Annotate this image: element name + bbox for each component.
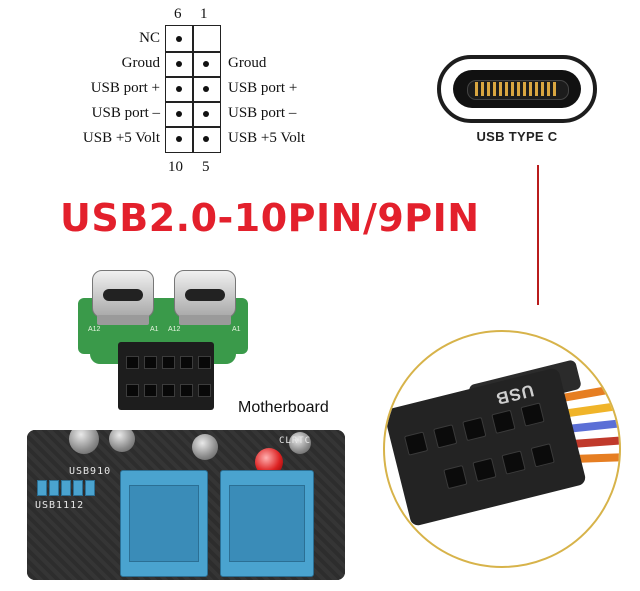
pointer-line <box>537 165 539 305</box>
silk-label: A12 <box>88 326 101 333</box>
pin-dot <box>203 111 209 117</box>
silk-label: A12 <box>168 326 181 333</box>
pin-label-usb-plus-left: USB port + <box>90 80 160 96</box>
product-title: USB2.0-10PIN/9PIN <box>60 196 480 240</box>
10-pin-connector <box>385 367 587 527</box>
pin-grid <box>165 25 221 153</box>
pin-dot <box>203 136 209 142</box>
pin-number-10: 10 <box>168 159 183 175</box>
motherboard-label: Motherboard <box>238 399 329 416</box>
silk-text-usb1112: USB1112 <box>35 500 85 511</box>
pin-dot <box>203 61 209 67</box>
usb-c-port-right <box>174 270 236 325</box>
pin-label-5v-left: USB +5 Volt <box>82 130 160 146</box>
pin-dot <box>176 111 182 117</box>
pin-label-usb-plus-right: USB port + <box>228 80 298 96</box>
10-pin-header <box>118 342 214 410</box>
pin-number-6: 6 <box>174 6 182 22</box>
pin-label-ground-right: Groud <box>228 55 267 71</box>
motherboard-photo: USB910 USB1112 CLRTC <box>27 430 345 580</box>
usb-c-label: USB TYPE C <box>476 129 558 144</box>
pin-dot <box>176 61 182 67</box>
capacitor <box>289 432 311 454</box>
pin-number-1: 1 <box>200 6 208 22</box>
pin-dot <box>176 136 182 142</box>
silk-text-clrtc: CLRTC <box>279 436 312 446</box>
usb-c-port-left <box>92 270 154 325</box>
pin-dot <box>176 86 182 92</box>
pin-dot <box>176 36 182 42</box>
pin-label-usb-minus-right: USB port – <box>228 105 297 121</box>
silk-label: A1 <box>150 326 159 333</box>
silk-text-usb910: USB910 <box>69 466 112 477</box>
usb-header-right <box>220 470 314 577</box>
capacitor <box>69 430 99 454</box>
pin-dot <box>203 86 209 92</box>
pin-label-5v-right: USB +5 Volt <box>228 130 306 146</box>
pin-label-ground-left: Groud <box>121 55 160 71</box>
pin-number-5: 5 <box>202 159 210 175</box>
usb-header-left <box>120 470 208 577</box>
silk-label: A1 <box>232 326 241 333</box>
capacitor <box>192 434 218 460</box>
pin-label-usb-minus-left: USB port – <box>91 105 160 121</box>
connector-zoom-circle: USB <box>383 330 621 568</box>
capacitor <box>109 430 135 452</box>
pin-label-nc: NC <box>139 30 160 46</box>
